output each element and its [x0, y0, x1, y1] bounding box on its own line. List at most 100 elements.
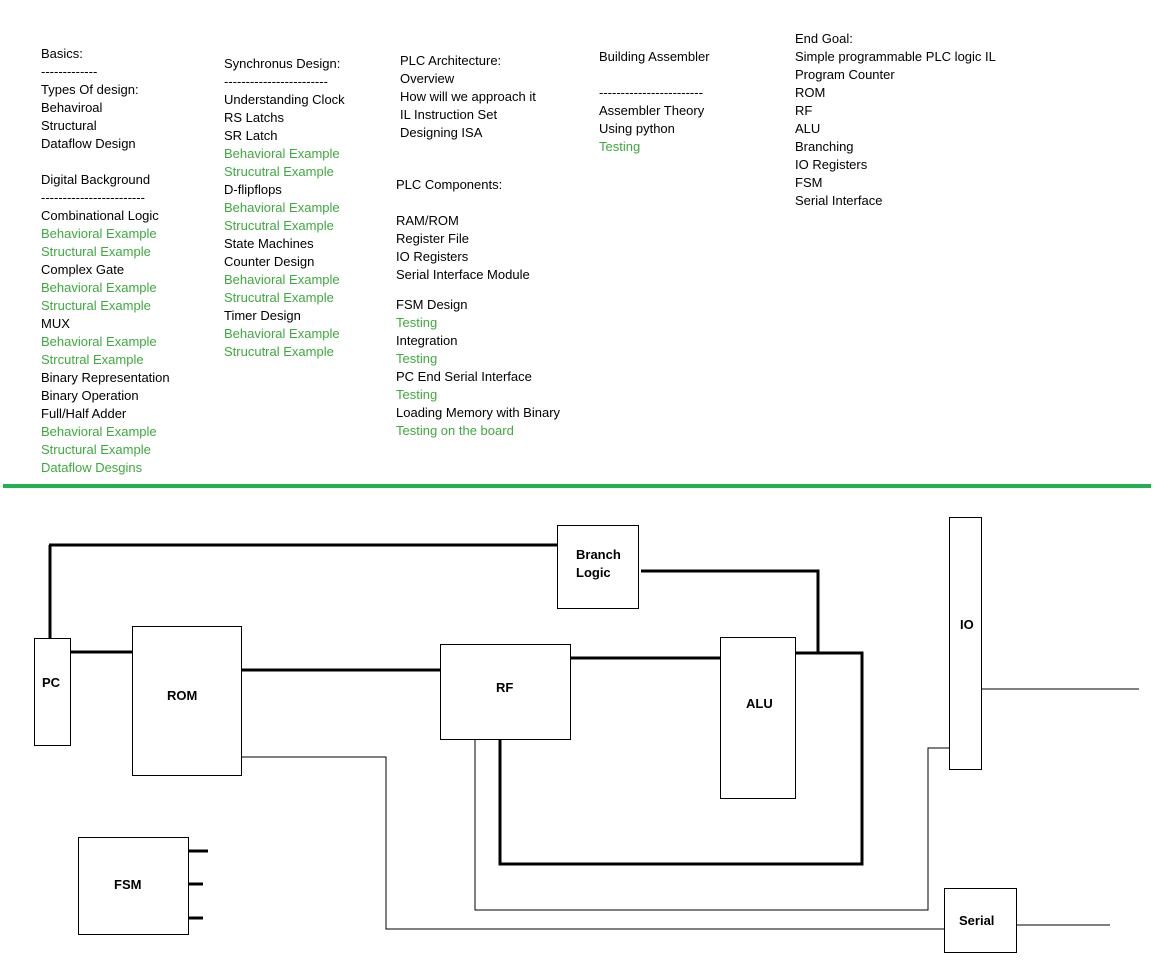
outline-plc-components: PLC Components: RAM/ROM Register File IO Re… — [396, 176, 560, 440]
list-item: Behavioral Example — [41, 334, 157, 349]
branch-logic-label-1: Branch — [576, 547, 621, 562]
list-item: Serial Interface Module — [396, 267, 530, 282]
list-item: ------------------------ — [41, 190, 145, 205]
serial-block: Serial — [944, 888, 1017, 953]
list-item: Strucutral Example — [224, 218, 334, 233]
list-item: How will we approach it — [400, 89, 536, 104]
list-item: PLC Components: — [396, 177, 503, 192]
fsm-block: FSM — [78, 837, 189, 935]
list-item: Strucutral Example — [224, 164, 334, 179]
list-item: Full/Half Adder — [41, 406, 127, 421]
wire-alu-feedback-loop — [498, 651, 864, 866]
rf-label: RF — [496, 680, 513, 695]
list-item: Branching — [795, 139, 854, 154]
list-item: ------------- — [41, 64, 98, 79]
list-item: PC End Serial Interface — [396, 369, 532, 384]
list-item: Building Assembler — [599, 49, 710, 64]
list-item: Dataflow Design — [41, 136, 136, 151]
list-item: Testing — [396, 387, 438, 402]
list-item: Integration — [396, 333, 458, 348]
list-item: Designing ISA — [400, 125, 483, 140]
list-item: Loading Memory with Binary — [396, 405, 561, 420]
list-item: IO Registers — [396, 249, 469, 264]
list-item: Complex Gate — [41, 262, 125, 277]
list-item: Behavioral Example — [41, 280, 157, 295]
list-item: Behavioral Example — [224, 200, 340, 215]
list-item: Behavioral Example — [224, 272, 340, 287]
thick-wires — [48, 543, 864, 920]
branch-logic-block: Branch Logic — [557, 525, 639, 609]
list-item: ------------------------ — [599, 85, 703, 100]
list-item: Structural — [41, 118, 97, 133]
io-label: IO — [960, 617, 974, 632]
pc-label: PC — [42, 675, 61, 690]
list-item: Combinational Logic — [41, 208, 159, 223]
list-item: Simple programmable PLC logic IL — [795, 49, 996, 64]
fsm-label: FSM — [114, 877, 141, 892]
list-item: Testing — [396, 351, 438, 366]
list-item: Basics: — [41, 46, 83, 61]
list-item: Strucutral Example — [224, 290, 334, 305]
list-item: Digital Background — [41, 172, 151, 187]
list-item: End Goal: — [795, 31, 853, 46]
list-item: RF — [795, 103, 813, 118]
outline-synchronous-design: Synchronus Design: ----------------------… — [224, 55, 345, 361]
list-item: FSM — [795, 175, 823, 190]
list-item: Understanding Clock — [224, 92, 345, 107]
list-item: Program Counter — [795, 67, 895, 82]
thin-wires — [242, 688, 1139, 930]
list-item: RS Latchs — [224, 110, 284, 125]
list-item: Binary Operation — [41, 388, 139, 403]
list-item: Behavioral Example — [41, 226, 157, 241]
list-item: Structural Example — [41, 298, 151, 313]
list-item: Counter Design — [224, 254, 315, 269]
list-item: Serial Interface — [795, 193, 883, 208]
alu-label: ALU — [746, 696, 773, 711]
list-item: Timer Design — [224, 308, 301, 323]
list-item: State Machines — [224, 236, 314, 251]
list-item: Binary Representation — [41, 370, 170, 385]
alu-block: ALU — [720, 637, 796, 799]
list-item: Overview — [400, 71, 455, 86]
list-item: Dataflow Desgins — [41, 460, 143, 475]
list-item: ROM — [795, 85, 826, 100]
rom-block: ROM — [132, 626, 242, 776]
list-item: Types Of design: — [41, 82, 139, 97]
list-item: ------------------------ — [224, 74, 328, 89]
list-item: Structural Example — [41, 442, 151, 457]
list-item: SR Latch — [224, 128, 278, 143]
branch-logic-label-2: Logic — [576, 565, 611, 580]
list-item: Behavioral Example — [224, 326, 340, 341]
list-item: Assembler Theory — [599, 103, 705, 118]
list-item: Testing — [396, 315, 438, 330]
list-item: IO Registers — [795, 157, 868, 172]
list-item: Structural Example — [41, 244, 151, 259]
outline-basics: Basics: ------------- Types Of design: Beha… — [41, 45, 170, 477]
list-item: Using python — [599, 121, 675, 136]
list-item: D-flipflops — [224, 182, 282, 197]
wire-rf-to-io — [474, 740, 950, 911]
pc-block: PC — [34, 638, 71, 746]
list-item: Strcutral Example — [41, 352, 144, 367]
list-item: Behaviroal — [41, 100, 103, 115]
list-item: Synchronus Design: — [224, 56, 341, 71]
wire-branch-to-alu — [641, 569, 820, 653]
outline-building-assembler: Building Assembler ----------------------… — [599, 48, 710, 156]
list-item: Testing — [599, 139, 641, 154]
list-item: IL Instruction Set — [400, 107, 498, 122]
list-item: PLC Architecture: — [400, 53, 502, 68]
list-item: RAM/ROM — [396, 213, 459, 228]
list-item: FSM Design — [396, 297, 468, 312]
list-item: Testing on the board — [396, 423, 514, 438]
section-divider — [3, 484, 1151, 488]
list-item: MUX — [41, 316, 70, 331]
list-item: Strucutral Example — [224, 344, 334, 359]
wire-rom-to-serial — [242, 756, 945, 930]
list-item: Behavioral Example — [224, 146, 340, 161]
list-item: ALU — [795, 121, 821, 136]
list-item: Register File — [396, 231, 469, 246]
serial-label: Serial — [959, 913, 994, 928]
list-item: Behavioral Example — [41, 424, 157, 439]
outline-end-goal: End Goal: Simple programmable PLC logic I… — [795, 30, 996, 210]
